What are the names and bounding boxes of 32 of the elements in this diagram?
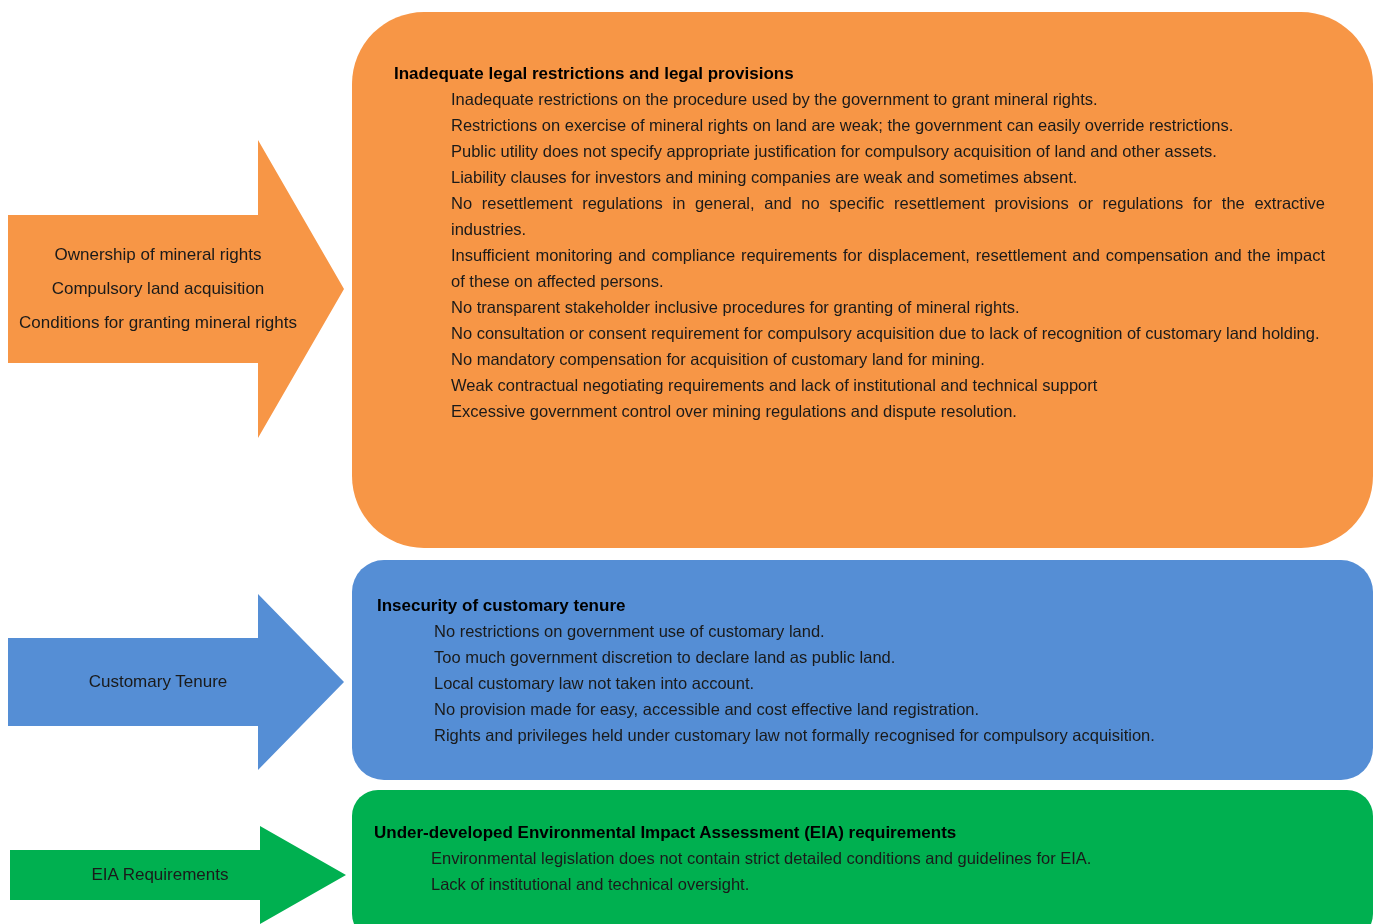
list-item: No transparent stakeholder inclusive procedures for granting of mineral rights. [451,297,1021,318]
list-item: No consultation or consent requirement for compulsory acquisition due to lack of recognition of customary land holding. [451,323,1321,344]
list-item: Local customary law not taken into account. [434,673,756,694]
arrow-shape [8,594,344,770]
arrow-label: Conditions for granting mineral rights [19,312,297,334]
list-item: No restrictions on government use of customary land. [434,621,826,642]
list-item: Rights and privileges held under customary law not formally recognised for compulsory acquisition. [434,725,1156,746]
list-item: No resettlement regulations in general, and no specific resettlement provisions or regulations for the extractive industries. [451,193,1325,240]
panel-heading: Inadequate legal restrictions and legal provisions [394,64,795,84]
arrow-label: Customary Tenure [88,671,228,693]
list-item: Liability clauses for investors and mining companies are weak and sometimes absent. [451,167,1079,188]
rounded-panel [352,790,1373,924]
list-item: No provision made for easy, accessible and cost effective land registration. [434,699,981,720]
list-item: Insufficient monitoring and compliance requirements for displacement, resettlement and compensation and the impact of these on affected persons. [451,245,1325,292]
list-item: Excessive government control over mining regulations and dispute resolution. [451,401,1018,422]
list-item: Weak contractual negotiating requirements and lack of institutional and technical support [451,375,1099,396]
list-item: Restrictions on exercise of mineral rights on land are weak; the government can easily override restrictions. [451,115,1235,136]
rounded-panel [352,560,1373,780]
panel-heading: Insecurity of customary tenure [377,596,627,616]
arrow-label: Ownership of mineral rights [54,244,262,266]
list-item: Too much government discretion to declare land as public land. [434,647,897,668]
list-item: Environmental legislation does not contain strict detailed conditions and guidelines for EIA. [431,848,1093,869]
list-item: Inadequate restrictions on the procedure used by the government to grant mineral rights. [451,89,1099,110]
arrow-label: EIA Requirements [91,864,229,886]
list-item: Public utility does not specify appropriate justification for compulsory acquisition of land and other assets. [451,141,1218,162]
list-item: No mandatory compensation for acquisition of customary land for mining. [451,349,986,370]
arrow-label: Compulsory land acquisition [51,278,265,300]
rounded-panel [352,12,1373,548]
arrow-shape [8,140,344,438]
list-item: Lack of institutional and technical oversight. [431,874,751,895]
panel-heading: Under-developed Environmental Impact Assessment (EIA) requirements [374,823,958,843]
arrow-shape [10,826,346,924]
